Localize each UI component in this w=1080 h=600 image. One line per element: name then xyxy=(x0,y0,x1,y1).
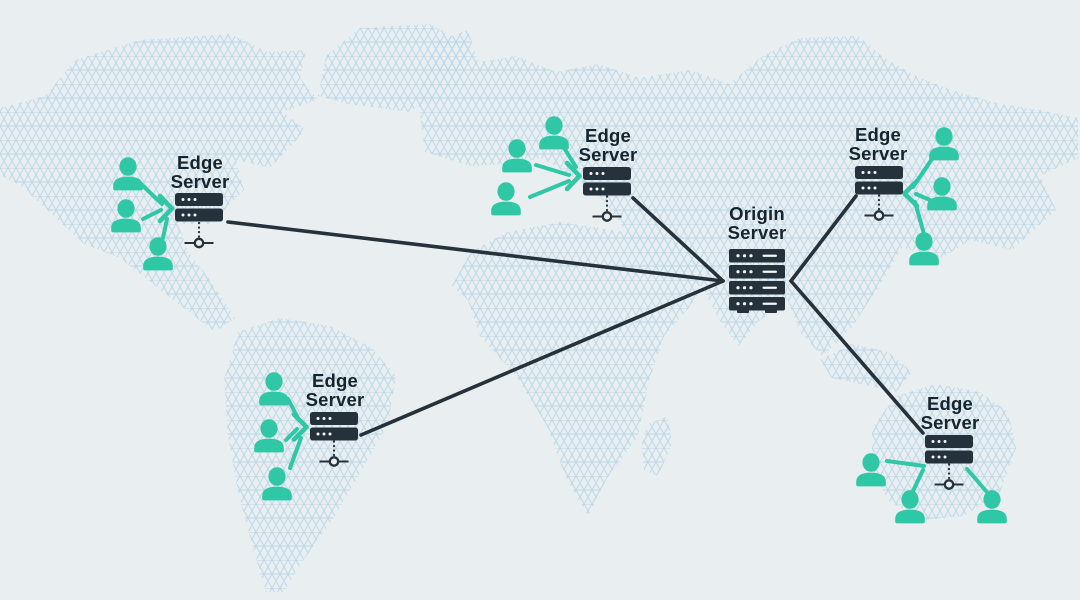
edge-server-label-line1: Edge xyxy=(855,124,901,145)
edge-server-label-line2: Server xyxy=(579,144,638,165)
edge-server-node-southeast: Edge Server xyxy=(856,393,1007,524)
edge-server-label-line2: Server xyxy=(171,171,230,192)
origin-server-label-line2: Server xyxy=(728,222,787,243)
edge-server-node-southwest: Edge Server xyxy=(254,370,365,501)
edge-server-node-northwest: Edge Server xyxy=(111,152,230,271)
edge-server-label-line1: Edge xyxy=(585,125,631,146)
connection-line-origin-to-edge-southwest xyxy=(359,279,725,437)
edge-server-label-line2: Server xyxy=(921,412,980,433)
user-connection-lines xyxy=(139,182,169,240)
edge-server-node-north: Edge Server xyxy=(491,116,638,222)
continent-north-america xyxy=(0,34,318,332)
edge-server-label-line2: Server xyxy=(849,143,908,164)
connection-line-origin-to-edge-southeast xyxy=(789,279,925,435)
edge-server-label-line2: Server xyxy=(306,389,365,410)
edge-server-label-line1: Edge xyxy=(927,393,973,414)
origin-server-node: Origin Server xyxy=(728,203,787,313)
connection-line-origin-to-edge-northeast xyxy=(789,194,858,283)
continent-africa xyxy=(452,222,706,516)
continent-eurasia xyxy=(418,30,1078,356)
arrow-right-icon xyxy=(564,160,582,192)
edge-server-label-line1: Edge xyxy=(177,152,223,173)
island-madagascar xyxy=(642,416,672,476)
edge-server-node-northeast: Edge Server xyxy=(849,124,959,266)
edge-server-label-line1: Edge xyxy=(312,370,358,391)
server-stack-icon xyxy=(729,249,785,313)
origin-server-label-line1: Origin xyxy=(729,203,785,224)
arrow-right-icon xyxy=(157,193,175,224)
user-connection-lines xyxy=(885,459,988,493)
arrow-right-icon xyxy=(291,412,309,442)
connection-line-origin-to-edge-northwest xyxy=(226,220,725,283)
backbone-connections xyxy=(226,194,925,437)
arrow-left-icon xyxy=(902,178,920,209)
connection-line-origin-to-edge-north xyxy=(631,196,725,283)
